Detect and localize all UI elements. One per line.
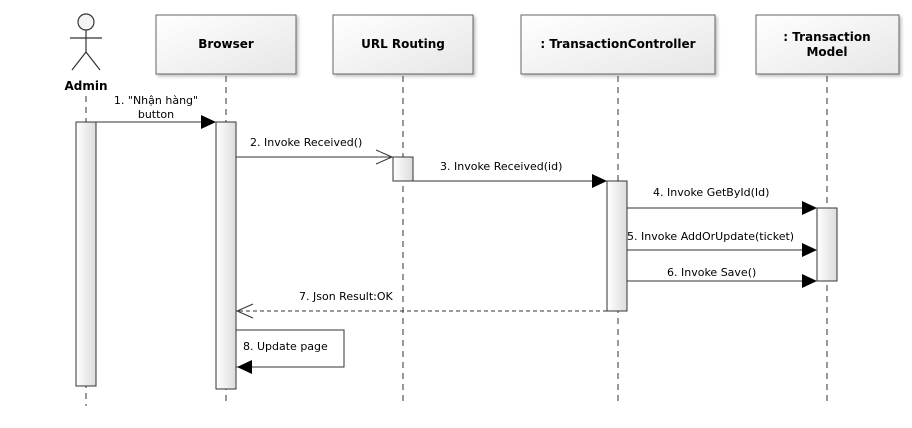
message-5: 5. Invoke AddOrUpdate(ticket)	[627, 230, 817, 257]
message-1-label-2: button	[138, 108, 174, 121]
message-8-label: 8. Update page	[243, 340, 328, 353]
arrowhead-open	[375, 149, 394, 165]
message-2: 2. Invoke Received()	[236, 136, 394, 165]
lifeline-transaction-model-label-1: : Transaction	[783, 30, 870, 44]
lifeline-transaction-model: : Transaction Model	[755, 14, 900, 75]
actor-leg-right	[85, 51, 101, 71]
lifeline-transaction-controller-box	[520, 14, 716, 75]
lifeline-url-routing-box	[332, 14, 474, 75]
arrowhead-open	[235, 303, 254, 319]
message-1-label-1: 1. "Nhận hàng"	[114, 94, 198, 107]
message-8: 8. Update page	[235, 329, 345, 374]
message-7: 7. Json Result:OK	[235, 290, 607, 319]
arrowhead-filled	[802, 274, 817, 288]
message-6: 6. Invoke Save()	[627, 266, 817, 288]
message-5-label: 5. Invoke AddOrUpdate(ticket)	[627, 230, 794, 243]
message-1: 1. "Nhận hàng" button	[96, 94, 216, 129]
activation-browser	[215, 121, 237, 390]
lifeline-transaction-controller-label: : TransactionController	[540, 37, 695, 51]
lifeline-browser: Browser	[155, 14, 297, 75]
actor-label: Admin	[64, 79, 107, 93]
arrowhead-filled	[592, 174, 607, 188]
message-7-label: 7. Json Result:OK	[299, 290, 394, 303]
message-8-note	[235, 329, 345, 368]
lifeline-transaction-model-box	[755, 14, 900, 75]
lifeline-browser-box	[155, 14, 297, 75]
message-3-label: 3. Invoke Received(id)	[440, 160, 562, 173]
arrowhead-filled	[237, 360, 252, 374]
lifeline-url-routing: URL Routing	[332, 14, 474, 75]
activation-admin	[75, 121, 97, 387]
activation-transaction-model	[816, 207, 838, 282]
lifeline-transaction-controller: : TransactionController	[520, 14, 716, 75]
arrowhead-filled	[802, 243, 817, 257]
lifeline-browser-label: Browser	[198, 37, 254, 51]
message-6-label: 6. Invoke Save()	[667, 266, 756, 279]
lifeline-transaction-model-label-2: Model	[806, 45, 847, 59]
arrowhead-filled	[802, 201, 817, 215]
arrowhead-filled	[201, 115, 216, 129]
message-2-label: 2. Invoke Received()	[250, 136, 362, 149]
actor-leg-left	[71, 51, 87, 71]
message-3: 3. Invoke Received(id)	[413, 160, 607, 188]
activation-url-routing	[392, 156, 414, 182]
message-4-label: 4. Invoke GetById(Id)	[653, 186, 769, 199]
actor-admin: Admin	[64, 13, 108, 93]
activation-transaction-controller	[606, 180, 628, 312]
message-4: 4. Invoke GetById(Id)	[627, 186, 817, 215]
actor-head	[77, 13, 95, 31]
lifeline-url-routing-label: URL Routing	[361, 37, 445, 51]
